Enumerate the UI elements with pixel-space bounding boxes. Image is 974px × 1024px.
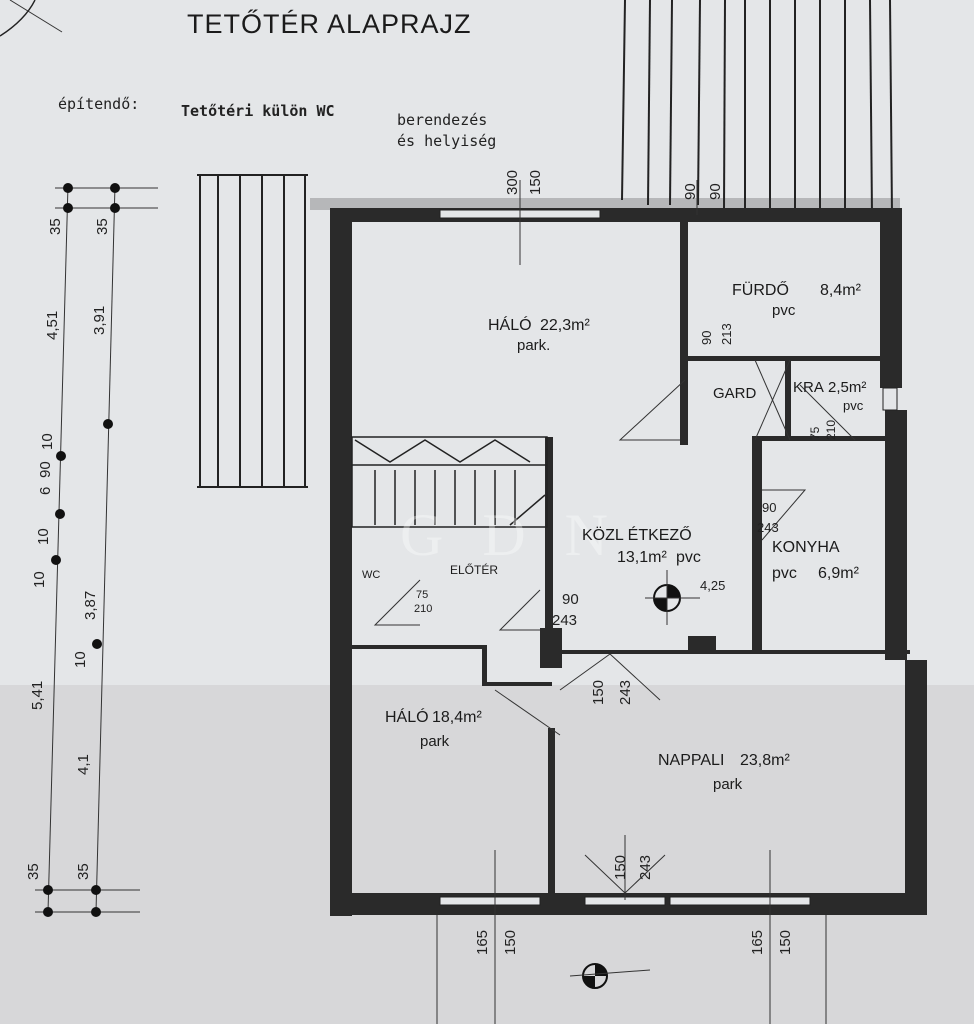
dimension-label: 150 <box>527 170 544 195</box>
dimension-label: 4,25 <box>700 578 725 593</box>
dimension-label: 10 <box>35 528 52 545</box>
dimension-label: 150 <box>612 855 629 880</box>
dimension-label: 243 <box>617 680 634 705</box>
dimension-label: 90 <box>562 591 579 608</box>
roof-rafters <box>621 0 893 216</box>
note-bold: Tetőtéri külön WC <box>181 102 335 120</box>
room-furdo-area: 8,4m² <box>820 282 862 299</box>
room-furdo-floor: pvc <box>772 302 796 319</box>
room-halo-1-floor: park. <box>517 337 550 354</box>
north-arrow-icon <box>0 0 63 37</box>
room-nappali-floor: park <box>713 776 743 793</box>
balcony-rafters <box>197 174 308 488</box>
dimension-label: 165 <box>474 930 491 955</box>
dimension-label: 90 <box>682 183 699 200</box>
left-dimension-chain: 35 4,51 10 6 90 10 10 5,41 35 35 3,91 3,… <box>25 218 111 880</box>
dimension-label: 5,41 <box>29 681 46 710</box>
room-gard-name: GARD <box>713 385 757 402</box>
dimension-label: 3,91 <box>91 306 108 335</box>
dimension-label: 3,87 <box>82 591 99 620</box>
room-labels: HÁLÓ 22,3m² park. FÜRDŐ 8,4m² pvc GARD K… <box>362 280 866 793</box>
dimension-label: 75 <box>808 426 822 440</box>
paper-bottom <box>0 685 974 1024</box>
dimension-label: 90 <box>707 183 724 200</box>
room-kra-floor: pvc <box>843 398 864 413</box>
dimension-label: 75 <box>416 589 428 601</box>
walls <box>310 198 927 916</box>
dimension-label: 243 <box>757 520 779 535</box>
note-line2: és helyiség <box>397 132 496 150</box>
dimension-label: 150 <box>502 930 519 955</box>
dimension-label: 35 <box>47 218 64 235</box>
room-halo-1-name: HÁLÓ <box>488 315 532 334</box>
dimension-label: 243 <box>552 612 577 629</box>
dimension-label: 90 <box>37 461 54 478</box>
dimension-label: 150 <box>777 930 794 955</box>
level-mark-icon <box>569 570 700 989</box>
door-swings <box>373 359 856 894</box>
room-halo-2-name: HÁLÓ <box>385 707 429 726</box>
door-dimensions: 300 150 90 90 90 213 75 210 90 243 75 21… <box>414 170 838 955</box>
dimension-label: 4,51 <box>44 311 61 340</box>
room-nappali-area: 23,8m² <box>740 752 790 769</box>
dimension-label: 10 <box>72 651 89 668</box>
room-konyha-name: KONYHA <box>772 539 840 556</box>
dim-lines <box>35 180 827 1024</box>
watermark-logo: G D N <box>400 502 620 568</box>
room-nappali-name: NAPPALI <box>658 752 724 769</box>
dimension-label: 150 <box>590 680 607 705</box>
room-kra-name: KRA <box>793 379 824 396</box>
dimension-label: 90 <box>762 500 776 515</box>
room-etkezo-area: 13,1m² <box>617 549 667 566</box>
dimension-label: 6 <box>37 487 54 495</box>
room-kra-area: 2,5m² <box>828 379 866 396</box>
dimension-label: 10 <box>39 433 56 450</box>
dimension-label: 243 <box>637 855 654 880</box>
room-furdo-name: FÜRDŐ <box>732 280 789 299</box>
dimension-label: 10 <box>31 571 48 588</box>
room-etkezo-name: KÖZL ÉTKEZŐ <box>582 525 692 544</box>
room-eloter-name: ELŐTÉR <box>450 562 498 577</box>
dimension-label: 210 <box>414 603 432 615</box>
room-halo-1-area: 22,3m² <box>540 317 590 334</box>
dimension-label: 35 <box>75 863 92 880</box>
room-konyha-floor: pvc <box>772 565 797 582</box>
dimension-label: 165 <box>749 930 766 955</box>
room-konyha-area: 6,9m² <box>818 565 860 582</box>
staircase <box>351 436 548 528</box>
dim-dots <box>43 183 120 917</box>
dimension-label: 35 <box>25 863 42 880</box>
note-prefix: építendő: <box>58 95 139 113</box>
dimension-label: 90 <box>699 331 714 345</box>
plan-title: TETŐTÉR ALAPRAJZ <box>187 8 472 39</box>
room-etkezo-floor: pvc <box>676 549 701 566</box>
note-line1: berendezés <box>397 111 487 129</box>
room-halo-2-area: 18,4m² <box>432 709 482 726</box>
paper-top <box>0 0 974 685</box>
dimension-label: 300 <box>504 170 521 195</box>
room-halo-2-floor: park <box>420 733 450 750</box>
dimension-label: 4,1 <box>75 754 92 775</box>
dimension-label: 213 <box>719 323 734 345</box>
dimension-label: 35 <box>94 218 111 235</box>
dimension-label: 210 <box>824 420 838 440</box>
room-wc-name: WC <box>362 569 380 581</box>
